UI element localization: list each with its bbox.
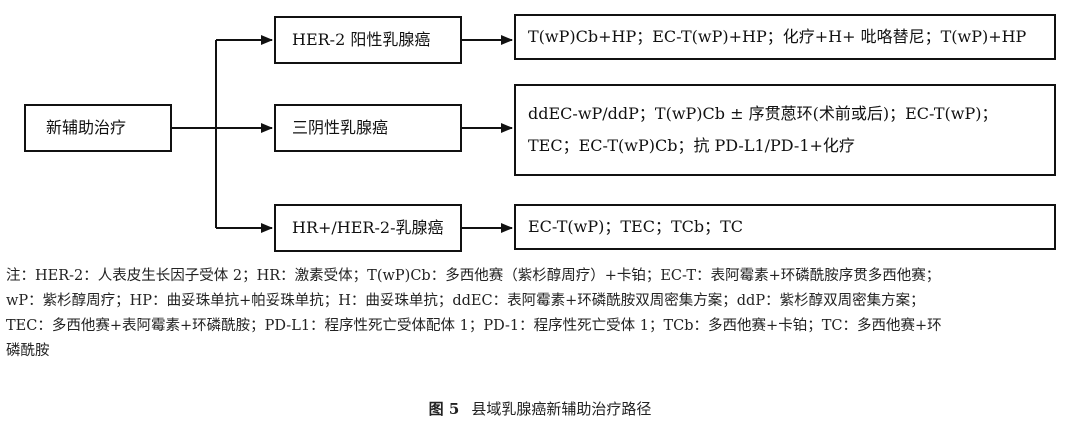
category-label: 三阴性乳腺癌 <box>292 118 389 137</box>
figure-caption: 图 5 县域乳腺癌新辅助治疗路径 <box>0 398 1080 419</box>
abbreviation-note: 注：HER-2：人表皮生长因子受体 2；HR：激素受体；T(wP)Cb：多西他赛… <box>6 264 1074 364</box>
treatment-text: EC-T(wP)；TEC；TCb；TC <box>528 217 744 236</box>
note-line: TEC：多西他赛+表阿霉素+环磷酰胺；PD-L1：程序性死亡受体配体 1；PD-… <box>6 318 942 334</box>
treatment-text-line2: TEC；EC-T(wP)Cb；抗 PD-L1/PD-1+化疗 <box>528 136 855 155</box>
category-label: HR+/HER-2-乳腺癌 <box>292 218 444 237</box>
note-line: 注：HER-2：人表皮生长因子受体 2；HR：激素受体；T(wP)Cb：多西他赛… <box>6 268 941 284</box>
figure-number: 图 5 <box>428 400 460 418</box>
category-hr-positive: HR+/HER-2-乳腺癌 <box>274 204 462 252</box>
note-line: 磷酰胺 <box>6 343 50 359</box>
treatment-triple-negative: ddEC-wP/ddP；T(wP)Cb ± 序贯蒽环(术前或后)；EC-T(wP… <box>514 84 1056 176</box>
connector-lines <box>172 35 513 233</box>
note-line: wP：紫杉醇周疗；HP：曲妥珠单抗+帕妥珠单抗；H：曲妥珠单抗；ddEC：表阿霉… <box>6 293 925 309</box>
figure-title: 县域乳腺癌新辅助治疗路径 <box>471 400 652 418</box>
category-her2-positive: HER-2 阳性乳腺癌 <box>274 16 462 64</box>
root-label: 新辅助治疗 <box>46 118 127 137</box>
category-label: HER-2 阳性乳腺癌 <box>292 30 431 49</box>
category-triple-negative: 三阴性乳腺癌 <box>274 104 462 152</box>
root-node: 新辅助治疗 <box>24 104 172 152</box>
treatment-hr-positive: EC-T(wP)；TEC；TCb；TC <box>514 204 1056 250</box>
treatment-text-line1: ddEC-wP/ddP；T(wP)Cb ± 序贯蒽环(术前或后)；EC-T(wP… <box>528 104 998 123</box>
treatment-her2-positive: T(wP)Cb+HP；EC-T(wP)+HP；化疗+H+ 吡咯替尼；T(wP)+… <box>514 14 1056 60</box>
treatment-text: T(wP)Cb+HP；EC-T(wP)+HP；化疗+H+ 吡咯替尼；T(wP)+… <box>528 27 1027 46</box>
